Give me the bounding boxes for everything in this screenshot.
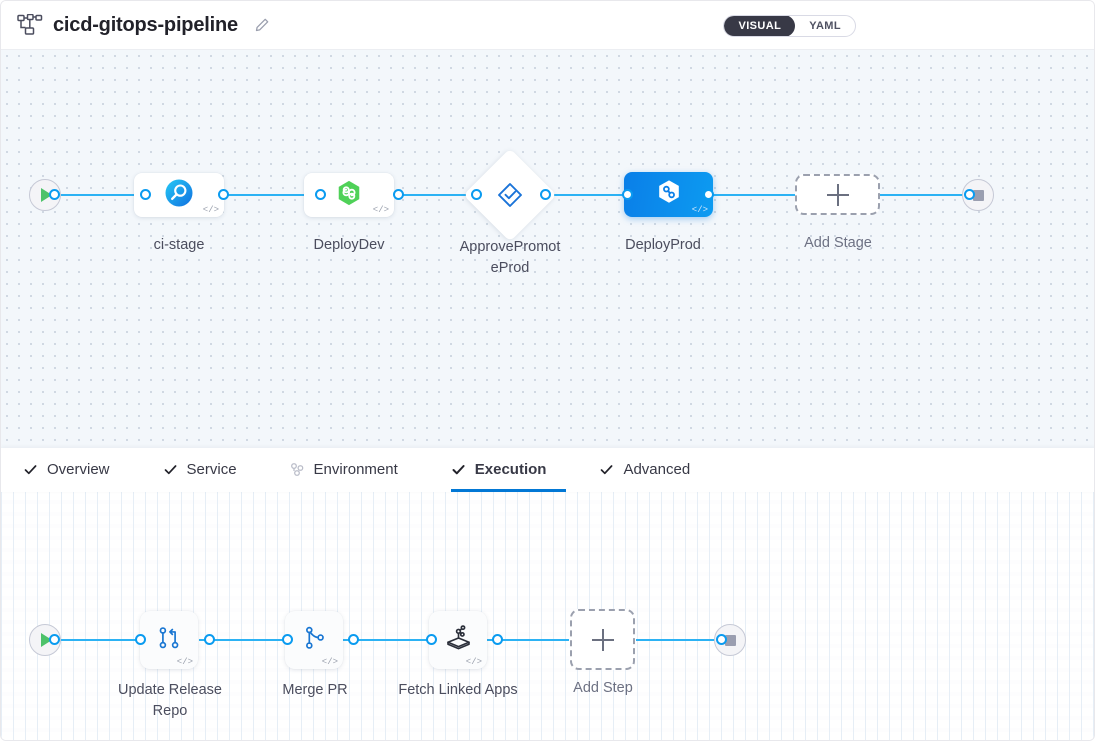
tab-label-advanced: Advanced xyxy=(623,460,691,478)
port-merge-pr-in[interactable] xyxy=(282,634,293,645)
step-node-update-release-repo[interactable]: </> xyxy=(140,611,198,669)
infrastructure-icon xyxy=(290,462,305,477)
step-label-update-release-repo: Update Release Repo xyxy=(118,682,222,719)
port-ci-stage-in[interactable] xyxy=(140,189,151,200)
stage-label-deployprod: DeployProd xyxy=(625,237,701,253)
port-merge-pr-out[interactable] xyxy=(348,634,359,645)
page-header: cicd-gitops-pipeline VISUAL YAML xyxy=(1,1,1094,50)
stage-start-port[interactable] xyxy=(49,189,60,200)
edge-addstep-to-end xyxy=(636,639,722,641)
git-branch-icon xyxy=(299,623,329,658)
edge-deployprod-to-addstage xyxy=(709,194,797,196)
tab-environment[interactable]: Environment xyxy=(290,449,418,492)
tab-advanced[interactable]: Advanced xyxy=(599,449,710,492)
edge-fetch-linked-apps-to-addstep xyxy=(487,639,569,641)
port-fetch-linked-apps-out[interactable] xyxy=(492,634,503,645)
toggle-option-yaml[interactable]: YAML xyxy=(809,20,841,32)
add-step-button[interactable] xyxy=(570,609,635,670)
step-label-merge-pr: Merge PR xyxy=(282,682,348,698)
edge-start-to-update-release-repo xyxy=(55,639,146,641)
port-update-release-repo-in[interactable] xyxy=(135,634,146,645)
port-deploydev-out[interactable] xyxy=(393,189,404,200)
stage-config-tabs[interactable]: Overview Service Environment Execution xyxy=(1,448,1094,492)
edge-addstage-to-end xyxy=(880,194,968,196)
port-deploydev-in[interactable] xyxy=(315,189,326,200)
stage-label-ci-stage: ci-stage xyxy=(153,237,205,253)
edge-merge-pr-to-fetch-linked-apps xyxy=(343,639,431,641)
plus-icon xyxy=(826,183,849,206)
port-deployprod-in[interactable] xyxy=(622,189,633,200)
argocd-icon xyxy=(443,622,474,658)
tab-label-overview: Overview xyxy=(47,460,110,478)
view-mode-toggle[interactable]: VISUAL YAML xyxy=(723,15,856,37)
code-badge-icon: </> xyxy=(691,205,708,215)
add-stage-label: Add Stage xyxy=(804,235,872,251)
toggle-option-visual[interactable]: VISUAL xyxy=(724,16,796,36)
port-approve-in[interactable] xyxy=(471,189,482,200)
port-approve-out[interactable] xyxy=(540,189,551,200)
code-badge-icon: </> xyxy=(176,657,193,667)
code-badge-icon: </> xyxy=(202,205,219,215)
edge-approve-to-deployprod xyxy=(546,194,628,196)
edge-start-to-ci-stage xyxy=(55,194,146,196)
git-merge-icon xyxy=(154,623,184,658)
tab-execution[interactable]: Execution xyxy=(450,449,567,492)
harness-hexagon-icon xyxy=(655,178,683,211)
step-start-port[interactable] xyxy=(49,634,60,645)
stage-node-deployprod[interactable]: </> xyxy=(624,172,713,217)
code-badge-icon: </> xyxy=(465,657,482,667)
play-icon xyxy=(41,188,52,202)
pencil-icon[interactable] xyxy=(254,17,270,33)
tab-service[interactable]: Service xyxy=(163,449,257,492)
step-canvas[interactable]: </> Update Release Repo </> Merge PR xyxy=(1,492,1094,740)
play-icon xyxy=(41,633,52,647)
edge-ci-stage-to-deploydev xyxy=(214,194,321,196)
page-title: cicd-gitops-pipeline xyxy=(53,13,238,36)
check-icon xyxy=(451,462,466,477)
code-badge-icon: </> xyxy=(372,205,389,215)
stage-canvas[interactable]: </> ci-stage </> DeployDev xyxy=(1,50,1094,448)
check-icon xyxy=(23,462,38,477)
stage-label-deploydev: DeployDev xyxy=(313,237,385,253)
step-label-fetch-linked-apps: Fetch Linked Apps xyxy=(398,682,518,698)
tab-overview[interactable]: Overview xyxy=(23,449,130,492)
header-left: cicd-gitops-pipeline xyxy=(17,14,270,37)
tab-label-execution: Execution xyxy=(474,460,547,478)
step-end-node[interactable] xyxy=(714,624,746,656)
port-fetch-linked-apps-in[interactable] xyxy=(426,634,437,645)
step-start-node[interactable] xyxy=(29,624,61,656)
stop-icon xyxy=(972,189,984,201)
tab-label-environment: Environment xyxy=(313,460,398,478)
plus-icon xyxy=(591,628,614,651)
stop-icon xyxy=(724,634,736,646)
edge-update-release-repo-to-merge-pr xyxy=(199,639,287,641)
edge-deploydev-to-approve xyxy=(389,194,477,196)
check-icon xyxy=(163,462,178,477)
check-icon xyxy=(599,462,614,477)
harness-hexagon-icon xyxy=(335,179,363,212)
sonar-scan-icon xyxy=(164,178,194,213)
stage-end-port[interactable] xyxy=(964,189,975,200)
add-step-label: Add Step xyxy=(573,680,633,696)
step-node-fetch-linked-apps[interactable]: </> xyxy=(429,611,487,669)
code-badge-icon: </> xyxy=(321,657,338,667)
add-stage-button[interactable] xyxy=(795,174,880,215)
port-deployprod-out[interactable] xyxy=(703,189,714,200)
port-ci-stage-out[interactable] xyxy=(218,189,229,200)
step-node-merge-pr[interactable]: </> xyxy=(285,611,343,669)
port-update-release-repo-out[interactable] xyxy=(204,634,215,645)
pipeline-nodes-icon xyxy=(17,13,43,36)
step-end-port[interactable] xyxy=(716,634,727,645)
tab-label-service: Service xyxy=(186,460,237,478)
stage-label-approvepromoteprod: ApprovePromot eProd xyxy=(459,239,561,276)
